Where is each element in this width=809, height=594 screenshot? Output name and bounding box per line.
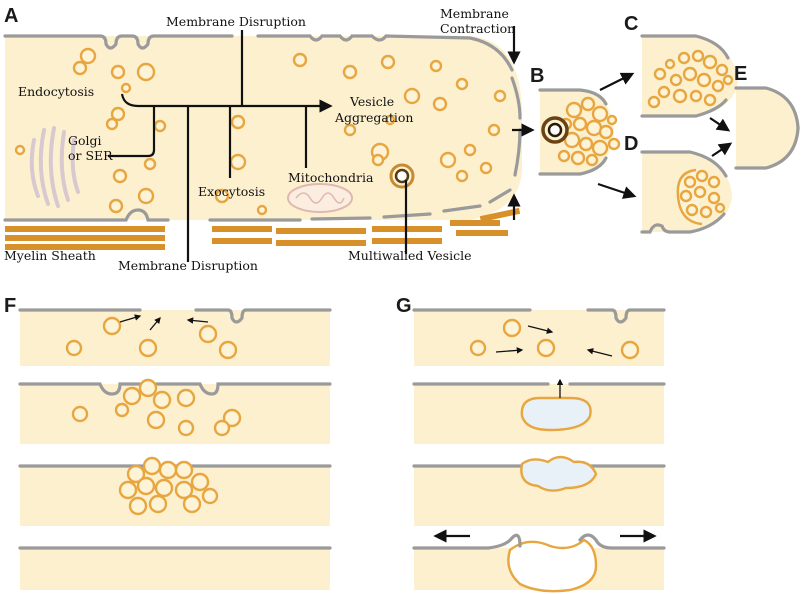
label-exocytosis: Exocytosis <box>198 184 265 199</box>
panel-c: C <box>624 13 738 118</box>
panel-f-row-1 <box>18 308 332 366</box>
arrow-c-to-e <box>709 117 731 132</box>
label-membrane-contraction-1: Membrane <box>440 6 509 21</box>
panel-g: G <box>396 295 666 593</box>
pathway-arrows <box>108 26 535 262</box>
label-vesicle-aggregation-1: Vesicle <box>349 94 394 109</box>
top-membrane-right <box>256 34 514 72</box>
panel-b-membrane <box>538 88 608 176</box>
panel-b: B <box>530 65 637 199</box>
panel-letter-c: C <box>624 13 638 35</box>
label-vesicle-aggregation-2: Aggregation <box>334 110 413 125</box>
multiwalled-vesicle-b <box>541 116 569 144</box>
panel-letter-d: D <box>624 133 638 155</box>
label-myelin-sheath: Myelin Sheath <box>4 248 96 263</box>
panel-g-row-3 <box>412 455 666 526</box>
label-endocytosis: Endocytosis <box>18 84 94 99</box>
tip-membrane <box>510 76 522 177</box>
panel-e: E <box>734 63 800 170</box>
mitochondrion <box>287 183 353 213</box>
panel-letter-e: E <box>734 63 747 85</box>
label-golgi-2: or SER <box>68 148 113 163</box>
panel-g-row-2 <box>412 378 666 444</box>
label-membrane-disruption-top: Membrane Disruption <box>166 14 306 29</box>
panel-g-row-4 <box>412 529 666 593</box>
panel-letter-g: G <box>396 295 412 317</box>
panel-f-row-2 <box>18 378 332 444</box>
label-multiwalled-vesicle: Multiwalled Vesicle <box>348 248 471 263</box>
panel-f: F <box>4 295 332 590</box>
multiwalled-vesicle-a <box>389 163 415 189</box>
arrow-b-to-c <box>599 72 635 91</box>
golgi-apparatus <box>29 126 80 208</box>
panel-letter-b: B <box>530 65 544 87</box>
panel-b-vesicles <box>557 96 621 167</box>
panel-a: A Membrane Disruption Membrane Contracti… <box>3 5 535 273</box>
label-membrane-disruption-bottom: Membrane Disruption <box>118 258 258 273</box>
panel-d: D <box>624 117 733 234</box>
top-membrane <box>3 34 234 50</box>
label-golgi-1: Golgi <box>68 133 102 148</box>
panel-c-vesicles <box>647 49 734 109</box>
panel-letter-a: A <box>4 5 18 27</box>
panel-letter-f: F <box>4 295 16 317</box>
panel-g-row-1 <box>412 308 666 366</box>
arrow-b-to-d <box>597 182 637 199</box>
panel-f-row-3 <box>18 456 332 526</box>
label-membrane-contraction-2: Contraction <box>440 21 515 36</box>
arrow-d-to-e <box>711 142 733 157</box>
panel-d-vesicles <box>679 169 726 219</box>
panel-f-row-4 <box>18 546 332 590</box>
panel-a-vesicles <box>14 47 507 216</box>
label-mitochondria: Mitochondria <box>288 170 374 185</box>
bottom-membrane <box>3 208 170 222</box>
